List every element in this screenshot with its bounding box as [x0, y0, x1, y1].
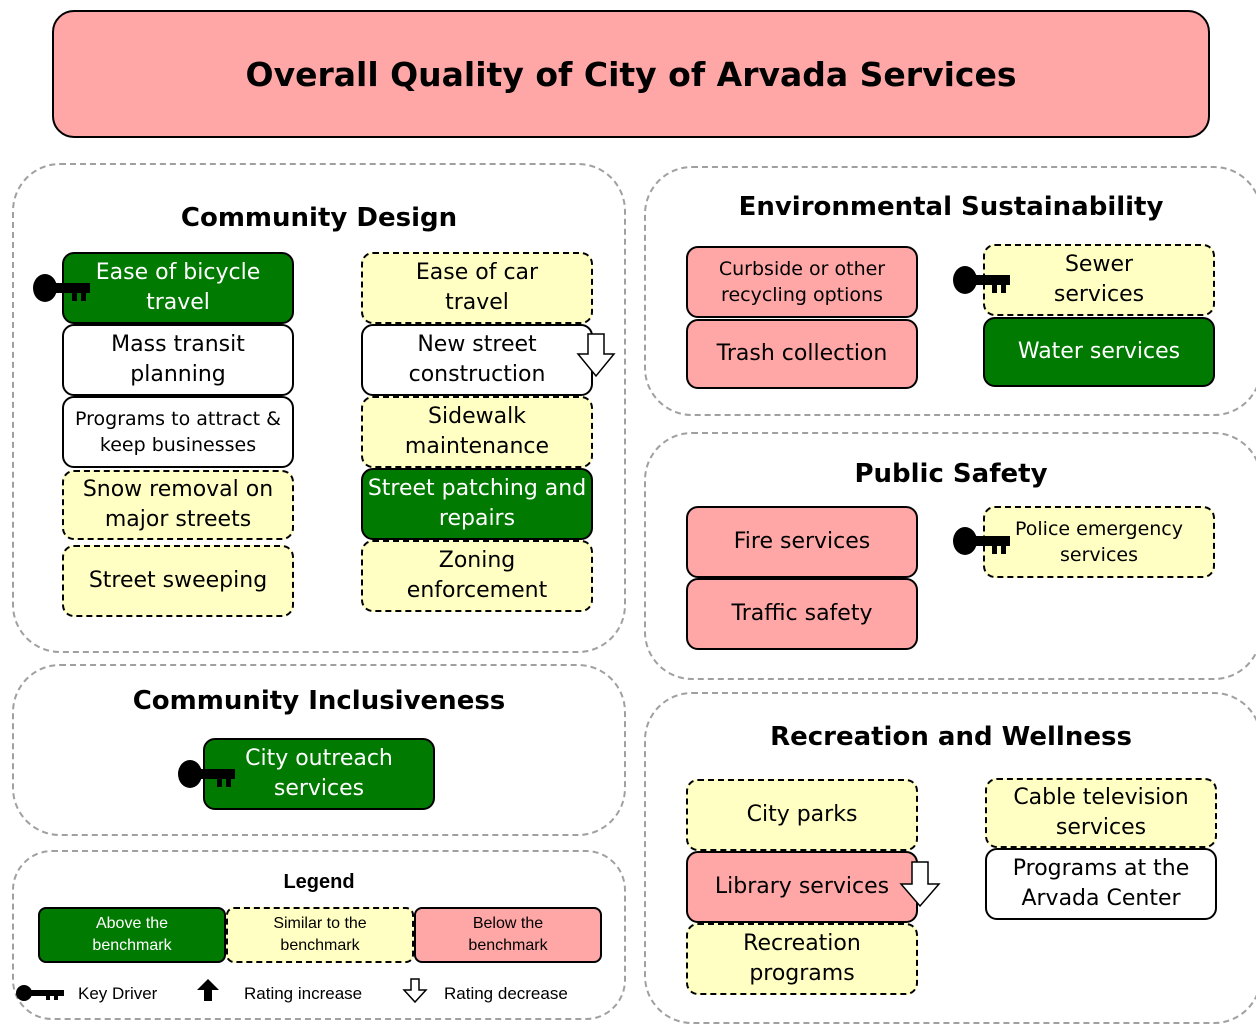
node-curbside-recycling: Curbside or other recycling options — [686, 246, 918, 318]
node-recreation-programs: Recreation programs — [686, 923, 918, 995]
panel-title-public-safety: Public Safety — [854, 459, 1048, 489]
panel-title-community-inclusiveness: Community Inclusiveness — [132, 686, 506, 716]
node-new-street-construction: New street construction — [361, 324, 593, 396]
node-sewer-services: Sewer services — [983, 244, 1215, 316]
rating-decrease-arrow-icon — [576, 333, 616, 378]
page-title: Overall Quality of City of Arvada Servic… — [245, 54, 1017, 94]
node-police-emergency-services: Police emergency services — [983, 506, 1215, 578]
node-library-services: Library services — [686, 851, 918, 923]
panel-title-environmental-sustainability: Environmental Sustainability — [738, 192, 1164, 222]
panel-legend — [12, 850, 626, 1020]
legend-above-swatch: Above the benchmark — [38, 907, 226, 963]
legend-below-swatch: Below the benchmark — [414, 907, 602, 963]
key-icon — [33, 274, 90, 302]
node-mass-transit-planning: Mass transit planning — [62, 324, 294, 396]
panel-community-design — [12, 163, 626, 653]
panel-environmental-sustainability — [644, 166, 1256, 416]
rating-decrease-arrow-icon — [899, 861, 941, 908]
panel-community-inclusiveness — [12, 664, 626, 836]
panel-title-community-design: Community Design — [180, 203, 458, 233]
node-programs-arvada-center: Programs at the Arvada Center — [985, 848, 1217, 920]
node-snow-removal: Snow removal on major streets — [62, 470, 294, 540]
node-water-services: Water services — [983, 317, 1215, 387]
legend-title: Legend — [283, 871, 355, 893]
legend-key-icon — [16, 985, 64, 1001]
node-traffic-safety: Traffic safety — [686, 578, 918, 650]
node-sidewalk-maintenance: Sidewalk maintenance — [361, 396, 593, 468]
node-zoning-enforcement: Zoning enforcement — [361, 540, 593, 612]
arrow-down-icon — [402, 978, 428, 1004]
node-fire-services: Fire services — [686, 506, 918, 578]
legend-rating-increase-label: Rating increase — [244, 984, 363, 1003]
node-trash-collection: Trash collection — [686, 319, 918, 389]
legend-rating-decrease-label: Rating decrease — [444, 984, 568, 1003]
legend-key-driver-label: Key Driver — [78, 984, 158, 1003]
node-programs-attract-businesses: Programs to attract & keep businesses — [62, 396, 294, 468]
node-city-outreach-services: City outreach services — [203, 738, 435, 810]
node-street-sweeping: Street sweeping — [62, 545, 294, 617]
legend-similar-swatch: Similar to the benchmark — [226, 907, 414, 963]
title-banner: Overall Quality of City of Arvada Servic… — [52, 10, 1210, 138]
node-street-patching: Street patching and repairs — [361, 468, 593, 540]
node-city-parks: City parks — [686, 779, 918, 851]
panel-public-safety — [644, 432, 1256, 680]
node-ease-of-car-travel: Ease of car travel — [361, 252, 593, 324]
key-icon — [178, 760, 235, 788]
key-icon — [953, 527, 1010, 555]
key-icon — [953, 266, 1010, 294]
node-ease-of-bicycle-travel: Ease of bicycle travel — [62, 252, 294, 324]
panel-title-recreation-wellness: Recreation and Wellness — [770, 722, 1132, 752]
node-cable-television-services: Cable television services — [985, 778, 1217, 848]
arrow-up-icon — [197, 979, 219, 1001]
